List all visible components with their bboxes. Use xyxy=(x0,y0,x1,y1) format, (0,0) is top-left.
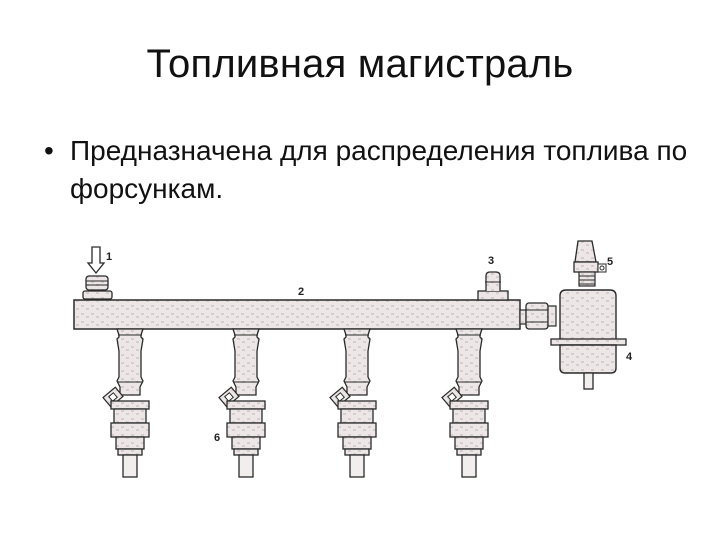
injector-1 xyxy=(102,328,150,478)
slide-title: Топливная магистраль xyxy=(146,42,574,86)
bullet-marker: • xyxy=(44,135,54,166)
test-port: 3 xyxy=(477,255,509,301)
bullet-text: Предназначена для распределения топлива … xyxy=(70,135,688,204)
label-3: 3 xyxy=(488,255,494,267)
label-1: 1 xyxy=(106,251,112,263)
injector-3 xyxy=(329,328,377,478)
label-2: 2 xyxy=(298,286,304,298)
fuel-rail: 2 xyxy=(73,286,521,330)
label-4: 4 xyxy=(626,351,633,363)
injector-2 xyxy=(218,328,266,478)
fuel-inlet-fitting: 1 xyxy=(82,246,113,300)
injector-4 xyxy=(441,328,489,478)
label-5: 5 xyxy=(607,256,613,268)
fuel-pressure-regulator: 5 4 xyxy=(550,240,633,390)
label-6: 6 xyxy=(214,432,220,444)
rail-connector-nut xyxy=(519,302,557,330)
